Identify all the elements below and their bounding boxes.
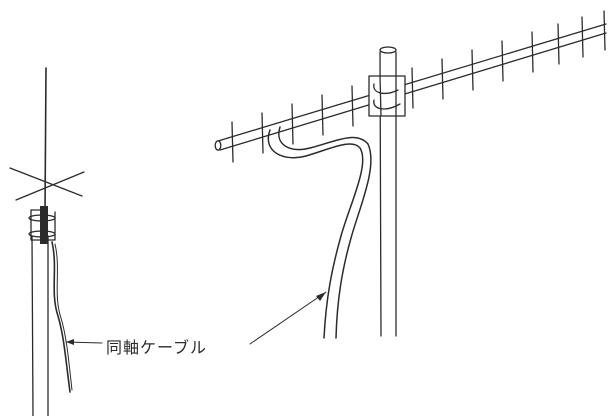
yagi-antenna [214,10,607,163]
yagi-element [501,40,504,82]
coax-cable-right [267,129,364,339]
left-mast [28,206,56,416]
vertical-antenna [9,67,85,213]
label-leader [249,291,327,345]
radial-element [15,171,85,201]
yagi-element [321,94,324,136]
yagi-element [471,49,474,91]
yagi-element [291,103,294,145]
yagi-element [603,10,606,51]
yagi-element [441,58,444,100]
radial-element [9,167,83,197]
whip-element [44,67,47,213]
coax-cable-left [51,241,71,393]
yagi-element [351,85,354,127]
yagi-element [231,121,234,163]
yagi-element [581,16,584,58]
yagi-element [261,112,264,154]
coax-cable-label: 同軸ケーブル [106,338,208,357]
mount-clamp [28,230,56,238]
yagi-element [557,23,560,65]
yagi-element [531,31,534,73]
yagi-element [411,67,414,109]
mount-clamp [28,214,56,222]
mount-plate [368,75,406,117]
